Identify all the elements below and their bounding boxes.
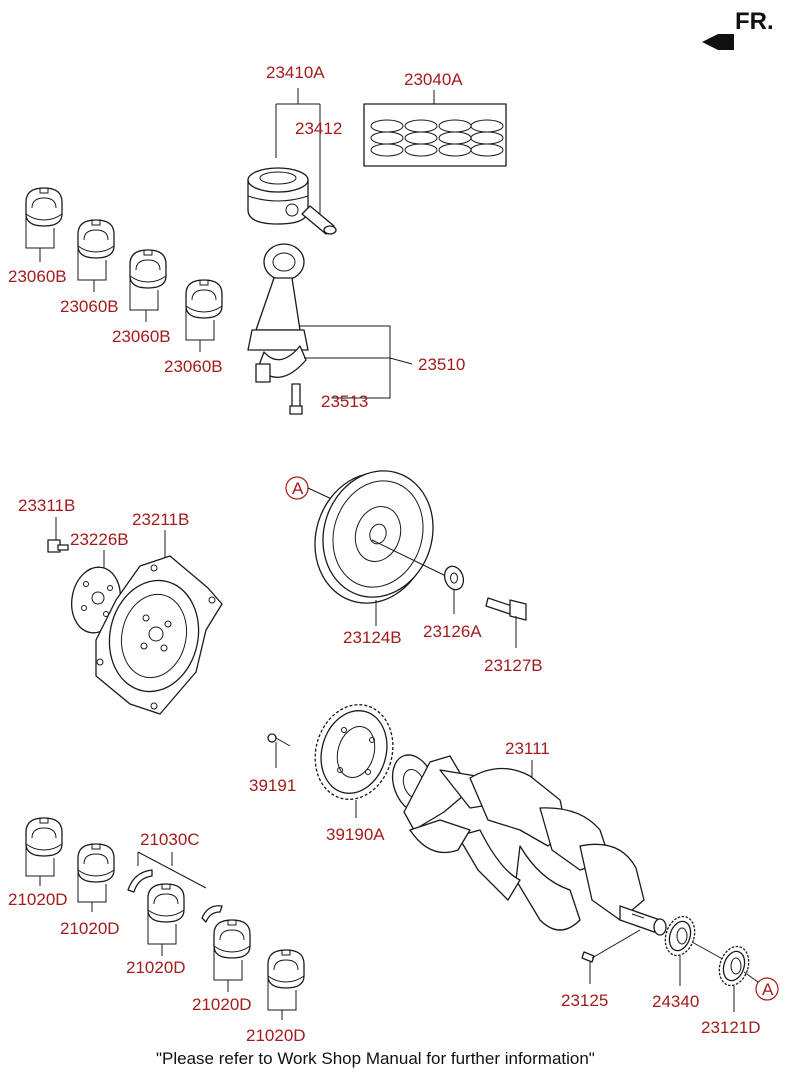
label-23060B-1: 23060B [8,267,67,286]
flywheel-bolt [47,539,69,553]
label-23060B-4: 23060B [164,357,223,376]
main-bearing-3 [147,883,185,923]
conrod-leader [300,325,413,399]
label-23121D: 23121D [701,1018,761,1037]
label-23125: 23125 [561,991,608,1010]
bearing-2-leader [77,244,107,292]
callout-a-letter-top: A [292,479,304,498]
thrust-bearing-leader [137,851,207,889]
damper-pulley [314,470,434,604]
callout-a-leader-bottom [743,971,759,983]
footer-note: "Please refer to Work Shop Manual for fu… [156,1049,595,1068]
pulley-washer [443,565,465,591]
label-21020D-5: 21020D [246,1026,306,1045]
label-23040A: 23040A [404,70,463,89]
front-direction-arrow-icon [702,34,734,50]
crankshaft [391,754,667,936]
main-bearing-1 [25,817,63,857]
connecting-rod [247,243,309,415]
main-bearing-5 [267,949,305,989]
callout-a-bottom: A [755,977,779,1001]
main-bearing-3-leader [147,908,177,956]
conrod-bearing-1 [25,187,63,227]
main-bearing-5-leader [267,974,297,1020]
pulley-bolt [485,597,527,621]
pulley-leaders [375,590,517,648]
main-bearing-4 [213,919,251,959]
label-23060B-3: 23060B [112,327,171,346]
callout-a-top: A [285,476,309,500]
ring-gear-bolt [267,733,291,747]
crank-key-leader [589,929,641,984]
label-24340: 24340 [652,992,699,1011]
crank-key [581,951,595,963]
main-bearing-4-leader [213,944,243,992]
conrod-bearing-2 [77,219,115,259]
bearing-1-leader [25,212,55,262]
thrust-washer-right [201,905,223,923]
piston-pin [301,205,337,235]
callout-a-letter-bottom: A [762,980,774,999]
crank-sprocket [664,915,696,957]
label-21030C: 21030C [140,830,200,849]
label-23060B-2: 23060B [60,297,119,316]
label-23126A: 23126A [423,622,482,641]
label-39191: 39191 [249,776,296,795]
label-23111: 23111 [505,739,550,758]
timing-sprocket [718,945,750,987]
bearing-4-leader [185,304,215,352]
label-23226B: 23226B [70,530,129,549]
label-39190A: 39190A [326,825,385,844]
main-bearing-2-leader [77,868,107,912]
label-23510: 23510 [418,355,465,374]
label-23211B: 23211B [132,510,189,529]
label-23124B: 23124B [343,628,402,647]
label-21020D-2: 21020D [60,919,120,938]
piston-ring-set [363,103,507,167]
conrod-bearing-4 [185,279,223,319]
piston-assy-leader [275,88,321,214]
flywheel [95,555,223,715]
label-23513: 23513 [321,392,368,411]
label-21020D-4: 21020D [192,995,252,1014]
main-bearing-1-leader [25,842,55,886]
label-23127B: 23127B [484,656,543,675]
label-23412: 23412 [295,119,342,138]
conrod-bearing-3 [129,249,167,289]
thrust-washer-left [127,869,153,893]
ring-gear [314,704,394,800]
main-bearing-2 [77,843,115,883]
label-23311B: 23311B [18,496,75,515]
pulley-axis-line [371,539,451,579]
piston [247,167,309,225]
front-label: FR. [735,8,774,35]
label-23410A: 23410A [266,63,325,82]
bearing-3-leader [129,274,159,322]
label-21020D-1: 21020D [8,890,68,909]
label-21020D-3: 21020D [126,958,186,977]
